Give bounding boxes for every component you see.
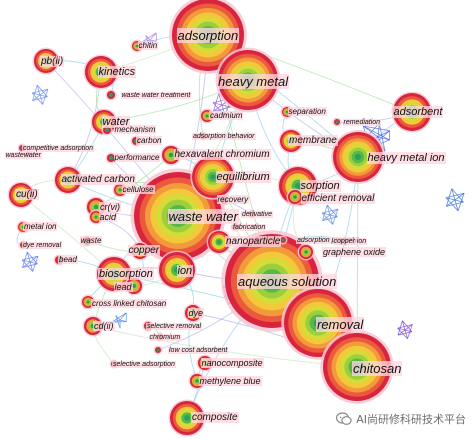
node-selective-adsorption: [109, 359, 119, 369]
node-dye-removal: [18, 240, 28, 250]
node-pb-ii: [32, 47, 60, 75]
node-competitive-adsorption: [17, 143, 27, 153]
node-waste: [81, 235, 93, 247]
node-chitosan: [320, 330, 394, 404]
node-chitin: [130, 39, 144, 53]
node-cu-ii: [7, 181, 35, 209]
node-mechanism: [101, 124, 113, 136]
cluster-mesh: [21, 251, 39, 272]
node-selective-removal: [142, 320, 154, 332]
node-cellulose: [112, 182, 128, 198]
node-nanoparticle: [206, 229, 232, 255]
watermark: AI尚研修科研技术平台: [336, 411, 466, 427]
node-recovery: [218, 194, 230, 206]
node-separation: [280, 105, 294, 119]
node-bead: [53, 254, 65, 266]
node-waste-water-treatment: [105, 89, 117, 101]
node-performance: [105, 152, 117, 164]
node-dye: [183, 303, 203, 323]
node-efficient-removal: [286, 188, 304, 206]
node-adsorption-behavior: [198, 131, 208, 141]
node-nanocomposite: [196, 354, 214, 372]
node-membrane: [278, 128, 304, 154]
cluster-mesh: [111, 312, 127, 329]
node-lead: [124, 276, 144, 296]
node-heavy-metal-ion: [331, 130, 385, 184]
node-wastewater: [24, 150, 32, 158]
node-acid: [88, 209, 104, 225]
cluster-mesh: [397, 320, 413, 340]
cluster-mesh: [31, 84, 49, 105]
node-derivative: [247, 209, 257, 219]
node-low-cost-adsorbent: [153, 345, 163, 355]
wechat-logo-icon: [336, 412, 352, 425]
node-kinetics: [83, 54, 119, 90]
node-adsorption-property: [278, 235, 288, 245]
node-heavy-metal: [215, 47, 281, 113]
node-composite: [168, 399, 206, 437]
node-cd-ii: [82, 315, 104, 337]
node-metal-ion: [16, 220, 30, 234]
node-cadmium: [199, 108, 215, 124]
node-equilibrium: [190, 154, 236, 200]
node-chromium: [155, 332, 165, 342]
node-cross-linked-chitosan: [80, 294, 96, 310]
network-nodes: [7, 0, 433, 437]
node-activated-carbon: [53, 165, 83, 195]
node-hexavalent-chromium: [160, 144, 182, 166]
node-methylene-blue: [188, 372, 206, 390]
node-carbon: [130, 135, 142, 147]
node-adsorbent: [391, 91, 433, 133]
cluster-mesh: [445, 188, 465, 212]
cluster-mesh: [321, 204, 339, 225]
node-fabrication: [230, 222, 240, 232]
node-graphene-oxide: [297, 243, 315, 261]
watermark-text: AI尚研修科研技术平台: [356, 413, 466, 426]
node-copper: [130, 241, 150, 261]
node-ion: [157, 250, 197, 290]
node-remediation: [332, 117, 342, 127]
node-copper-ion: [340, 236, 350, 246]
